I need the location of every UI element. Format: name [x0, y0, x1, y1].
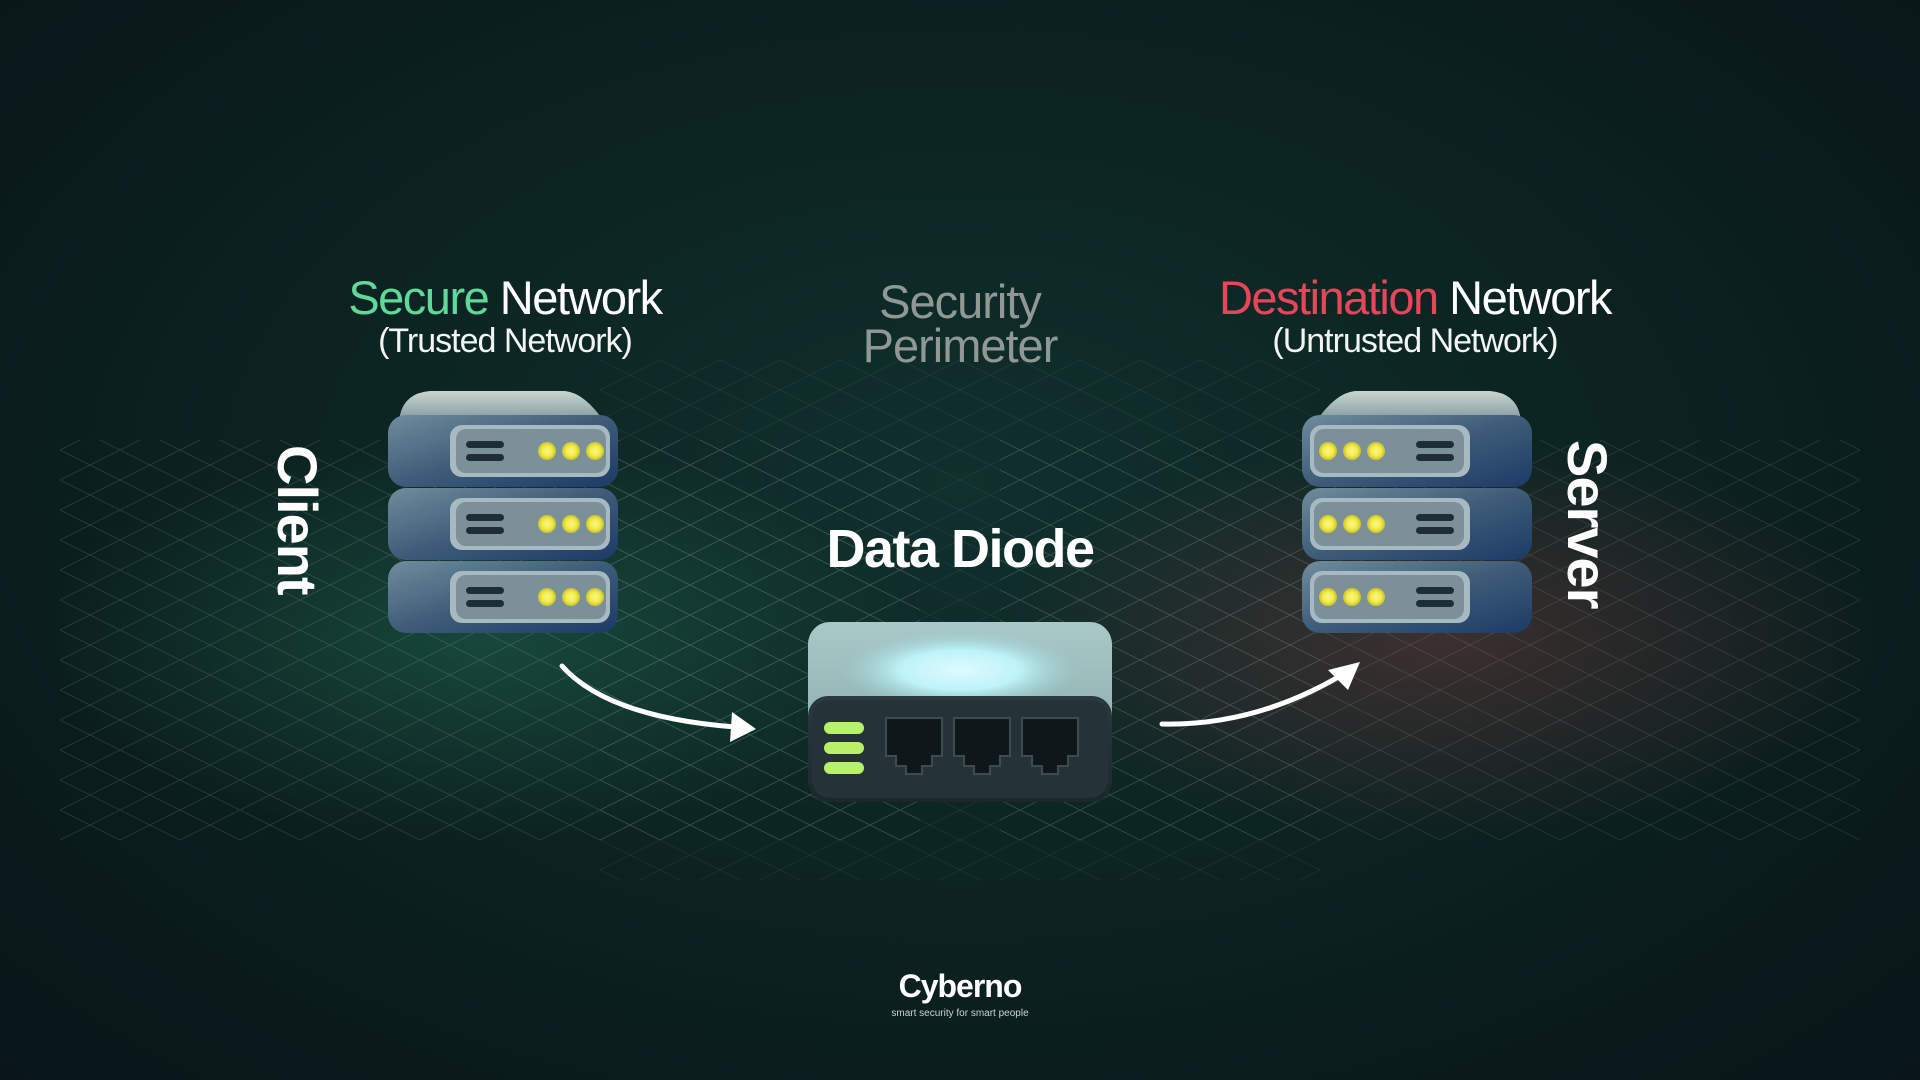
arrow-icon — [559, 663, 756, 742]
server-stack-icon — [1302, 391, 1532, 633]
data-diode-title: Data Diode — [826, 519, 1095, 579]
perimeter-line-2: Perimeter — [862, 319, 1059, 372]
client-label: Client — [266, 445, 329, 595]
untrusted-network-subtitle: (Untrusted Network) — [1272, 322, 1558, 360]
destination-network-title: Destination Network — [1190, 270, 1640, 325]
trusted-network-subtitle: (Trusted Network) — [378, 322, 633, 360]
client-server-stack-icon — [388, 391, 618, 633]
data-diode-device-icon — [808, 622, 1112, 802]
arrow-icon — [1159, 662, 1360, 727]
destination-network-accent: Destination — [1218, 271, 1439, 324]
secure-network-accent: Secure — [348, 271, 489, 324]
secure-network-title: Secure Network — [300, 270, 710, 325]
perimeter-line-1: Security — [879, 275, 1042, 328]
server-label: Server — [1556, 440, 1619, 609]
destination-network-rest: Network — [1437, 271, 1612, 324]
secure-network-rest: Network — [488, 271, 663, 324]
brand-logo: Cyberno — [898, 968, 1023, 1004]
security-perimeter-label: Security Perimeter — [810, 275, 1110, 372]
brand-tagline: smart security for smart people — [891, 1008, 1029, 1019]
